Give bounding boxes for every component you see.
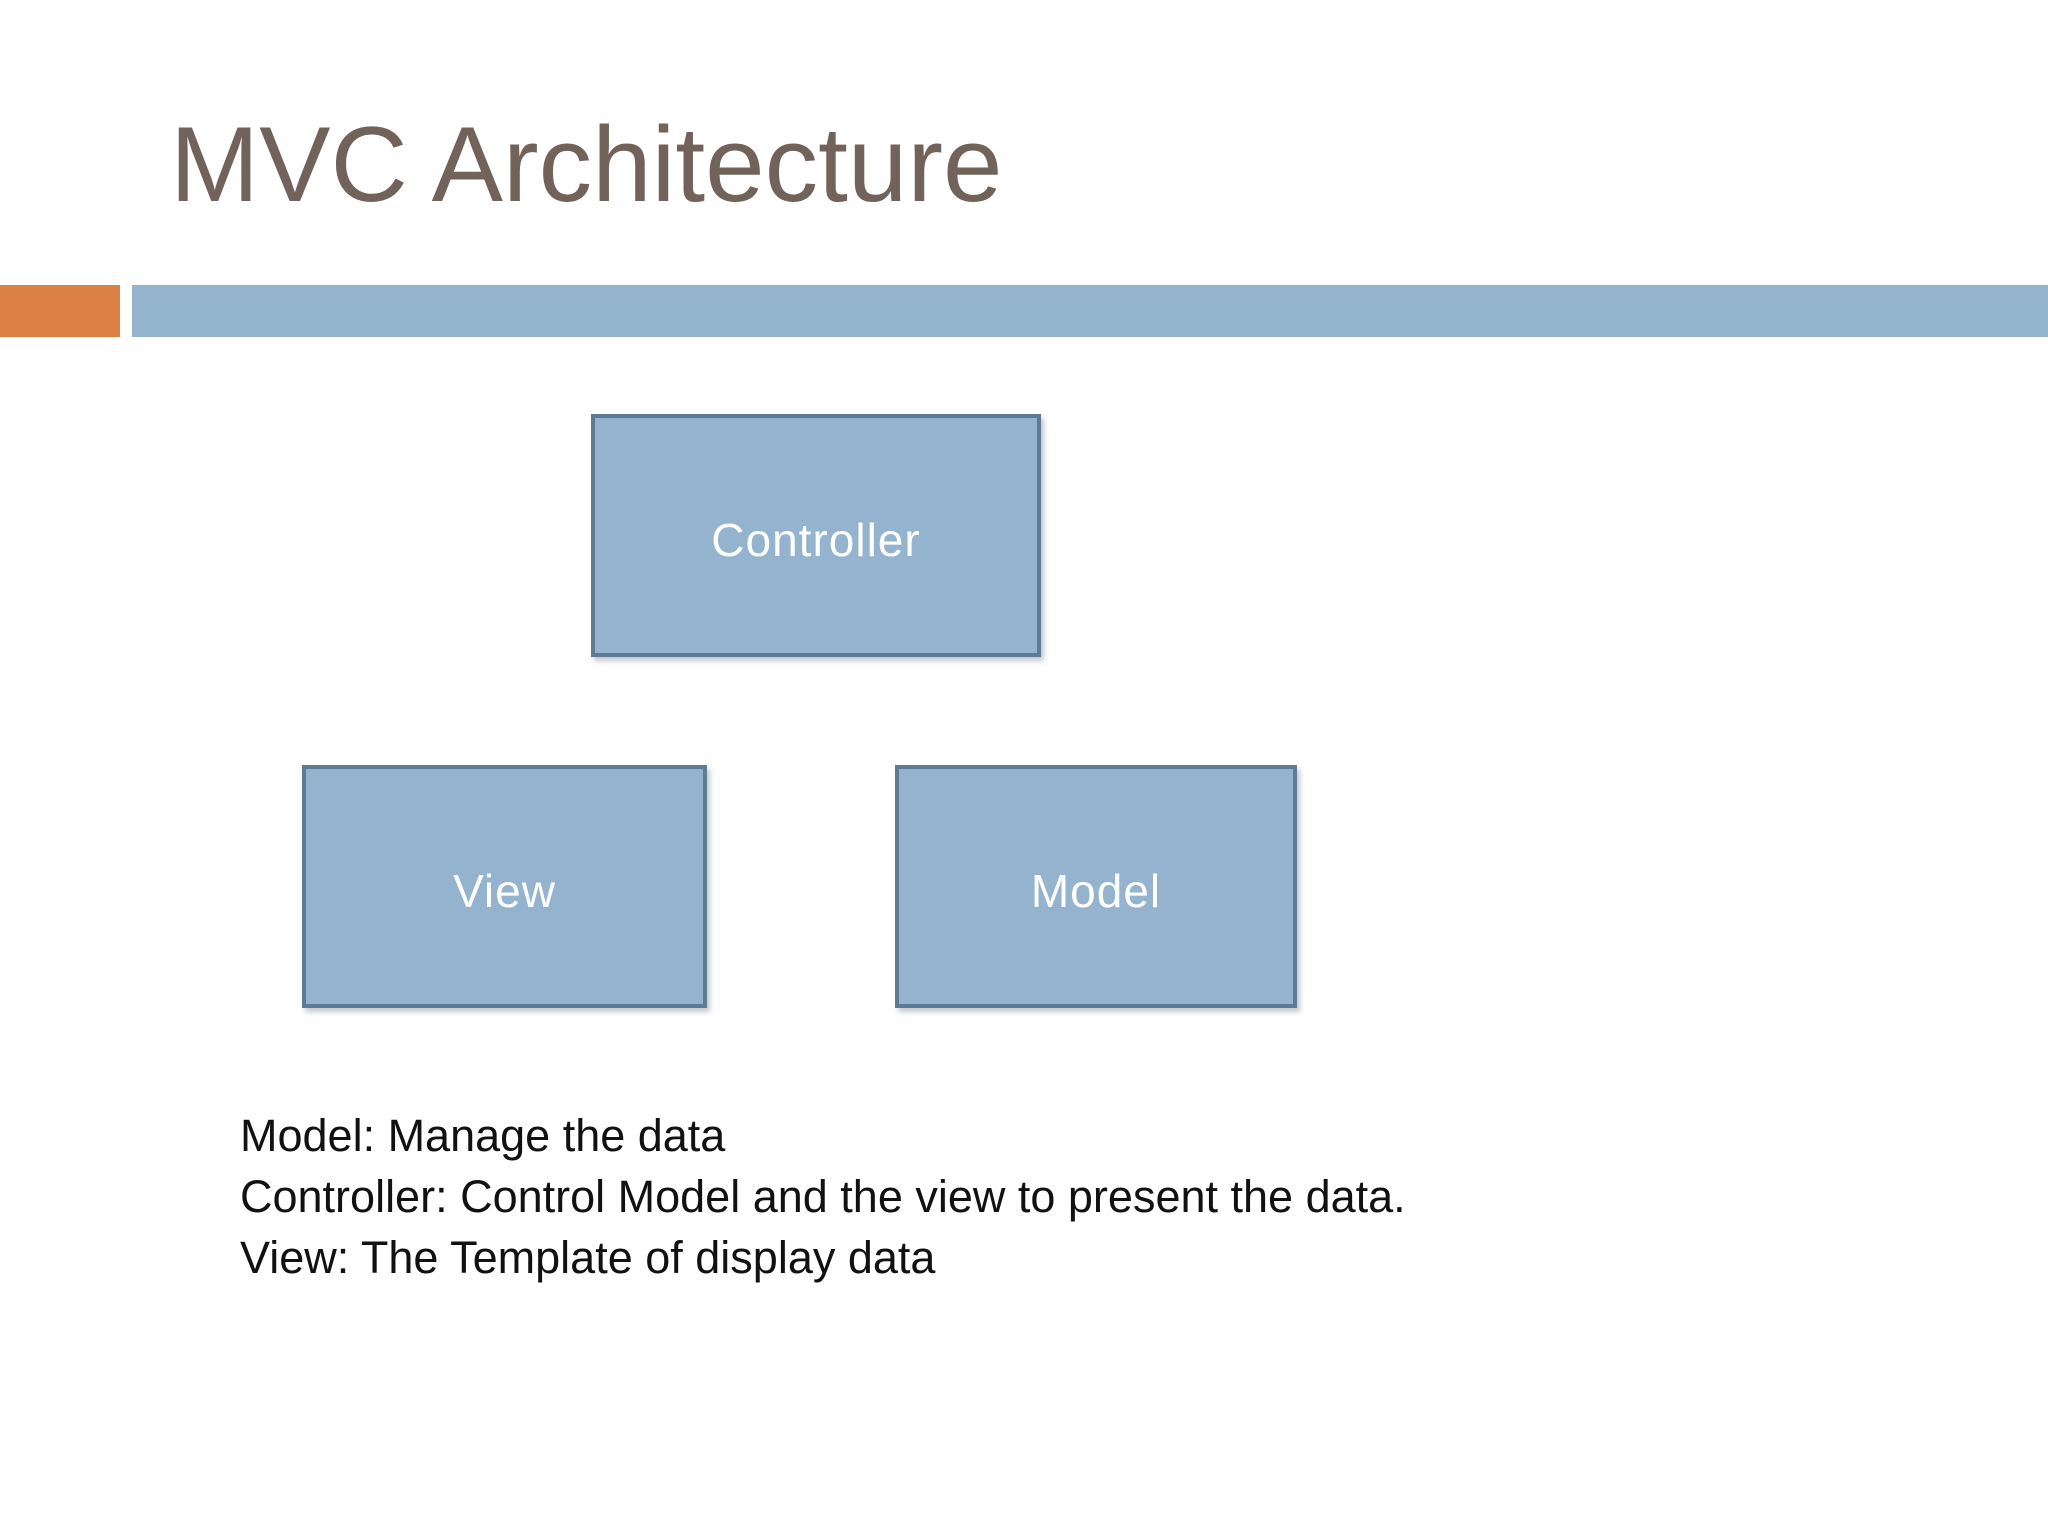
note-line-controller: Controller: Control Model and the view t… <box>240 1171 1406 1222</box>
accent-bar-blue <box>132 285 2048 337</box>
accent-bar-orange <box>0 285 120 337</box>
note-line-model: Model: Manage the data <box>240 1110 726 1161</box>
model-box: Model <box>895 765 1297 1008</box>
model-box-label: Model <box>1030 864 1162 917</box>
view-box: View <box>302 765 707 1008</box>
notes-block: Model: Manage the data Controller: Contr… <box>240 1105 1406 1288</box>
slide-title: MVC Architecture <box>170 104 1003 224</box>
note-line-view: View: The Template of display data <box>240 1232 936 1283</box>
controller-box: Controller <box>591 414 1041 657</box>
controller-box-label: Controller <box>711 513 921 566</box>
view-box-label: View <box>453 864 556 917</box>
